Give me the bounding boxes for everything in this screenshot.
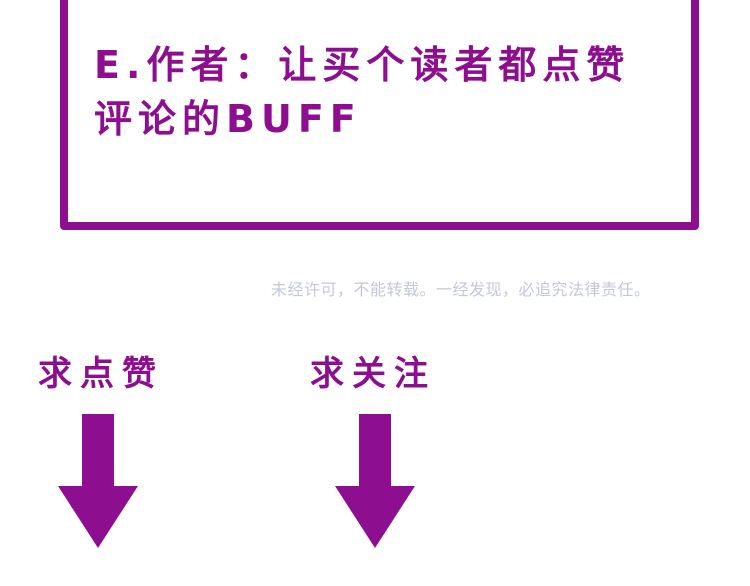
arrow-down-icon [335, 414, 415, 548]
follow-request-label: 求关注 [310, 354, 436, 394]
author-note-text: E.作者：让买个读者都点赞评论的BUFF [94, 43, 631, 141]
arrow-down-icon [58, 414, 138, 548]
like-request-label: 求点赞 [38, 354, 164, 394]
author-note-box: E.作者：让买个读者都点赞评论的BUFF [60, 0, 699, 230]
copyright-watermark: 未经许可，不能转载。一经发现，必追究法律责任。 [271, 280, 651, 299]
